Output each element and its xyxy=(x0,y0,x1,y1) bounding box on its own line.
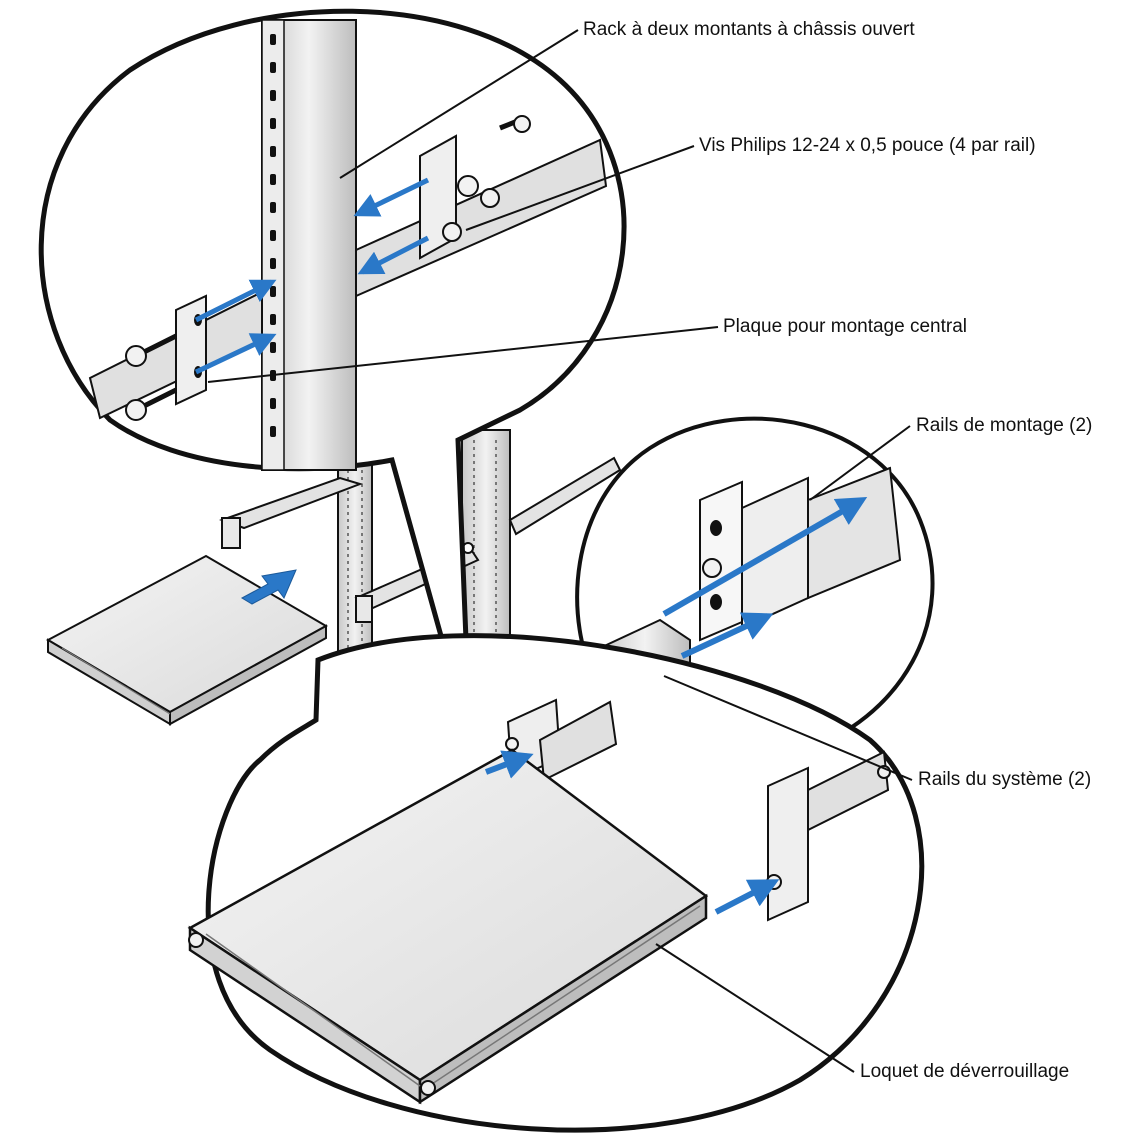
callout-release-latch: Loquet de déverrouillage xyxy=(860,1061,1070,1082)
leader-system-rails xyxy=(663,675,913,781)
leader-plate xyxy=(207,326,719,383)
leader-lines xyxy=(207,29,913,1073)
callout-screws: Vis Philips 12-24 x 0,5 pouce (4 par rai… xyxy=(699,135,1036,156)
callout-system-rails: Rails du système (2) xyxy=(918,769,1092,790)
insert-arrow-icon xyxy=(240,569,297,605)
server-unit-large xyxy=(187,748,709,1105)
top-detail-bubble xyxy=(38,8,627,741)
leader-latch xyxy=(655,943,855,1073)
callout-center-plate: Plaque pour montage central xyxy=(723,316,967,337)
leader-screws xyxy=(465,145,695,231)
screw-icon xyxy=(125,333,178,421)
screw-icon xyxy=(442,115,531,242)
callout-rack: Rack à deux montants à châssis ouvert xyxy=(583,19,915,40)
leader-rack xyxy=(339,29,579,179)
post-holes xyxy=(270,34,276,437)
bottom-detail-bubble xyxy=(187,633,925,1133)
leader-mounting-rails xyxy=(809,425,911,501)
callout-mounting-rails: Rails de montage (2) xyxy=(916,415,1093,436)
